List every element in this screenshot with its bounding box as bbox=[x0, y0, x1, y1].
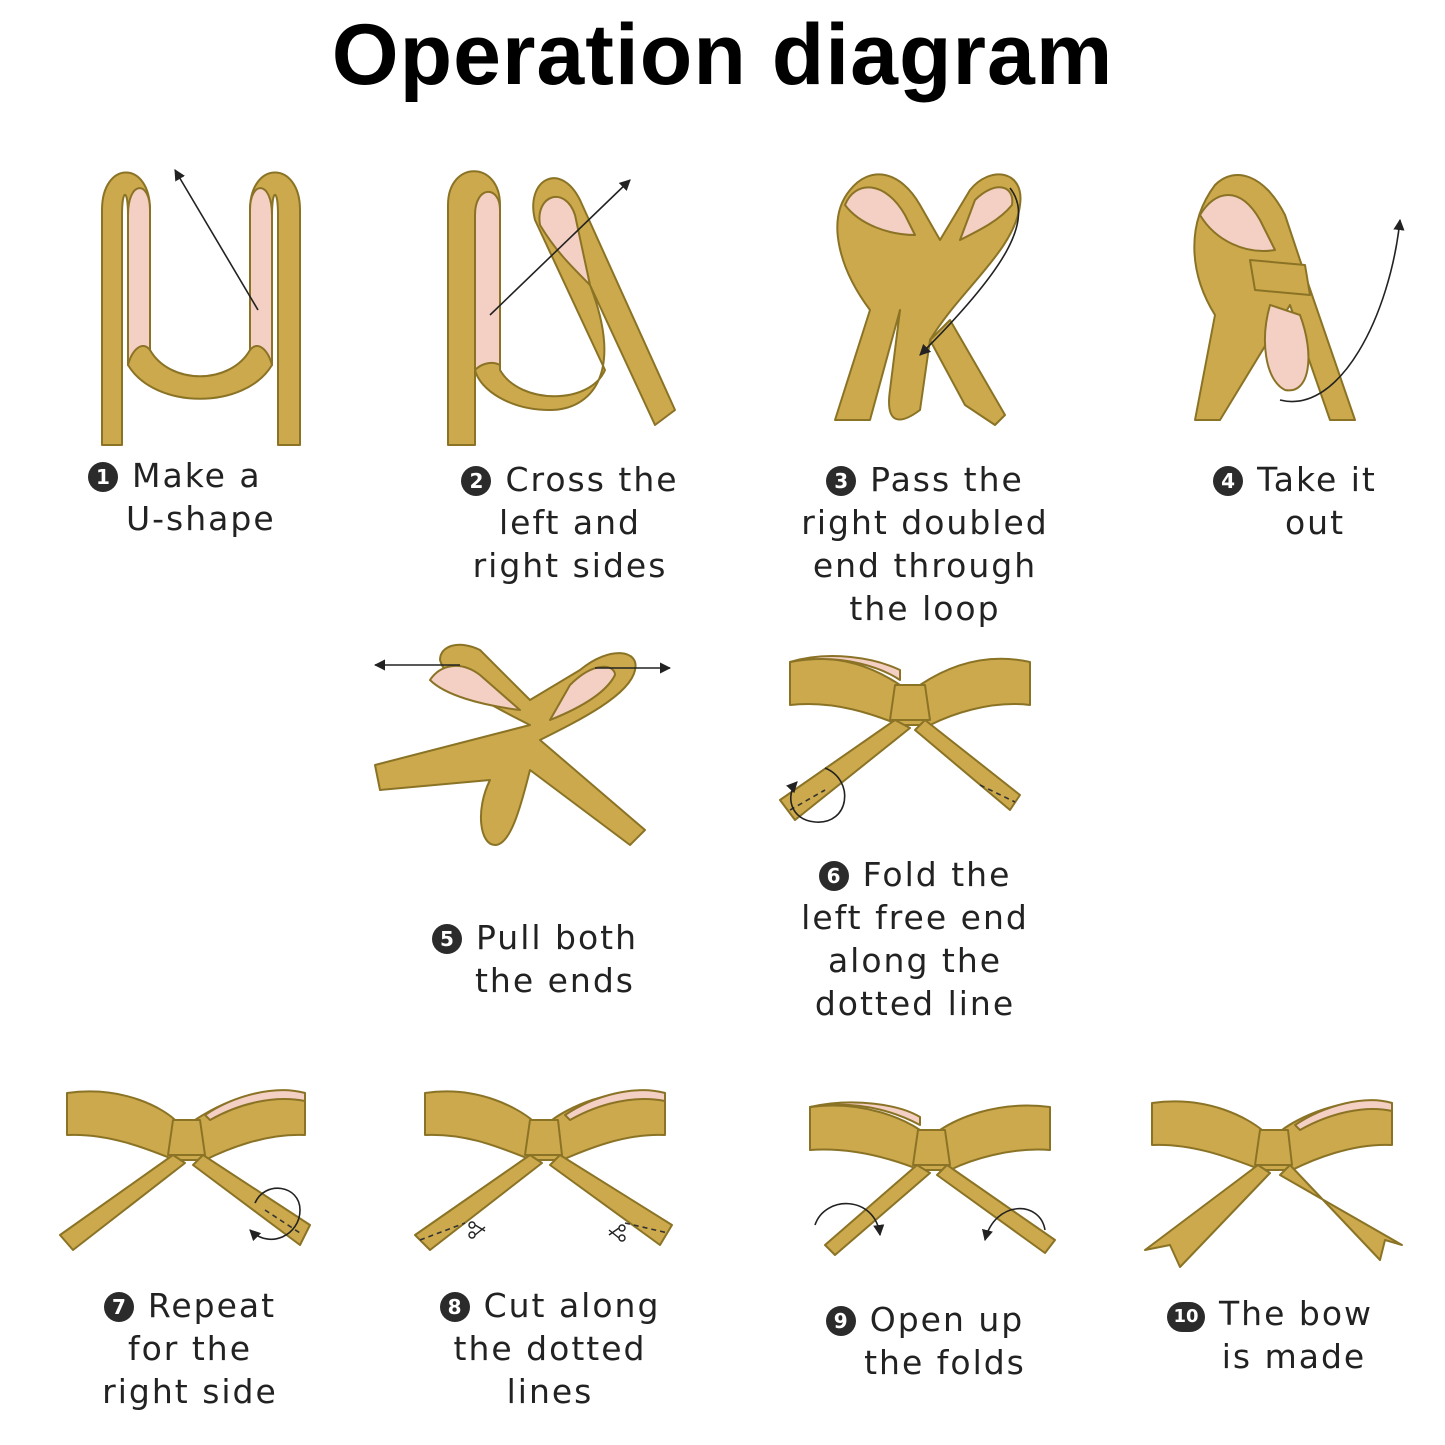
step-9-badge: 9 bbox=[825, 1306, 856, 1336]
step-6-illustration bbox=[779, 655, 1031, 823]
step-1-badge: 1 bbox=[88, 462, 118, 492]
step-6-badge: 6 bbox=[818, 861, 849, 891]
step-5-illustration bbox=[373, 643, 672, 846]
step-4-badge: 4 bbox=[1213, 466, 1244, 496]
step-2-illustration bbox=[447, 170, 676, 446]
step-1-illustration bbox=[101, 169, 301, 446]
step-4-illustration bbox=[1193, 174, 1405, 421]
step-10-illustration bbox=[1144, 1099, 1403, 1268]
step-8-badge: 8 bbox=[439, 1292, 470, 1322]
step-8-illustration bbox=[414, 1089, 673, 1251]
page-title: Operation diagram bbox=[331, 7, 1114, 103]
step-9-illustration bbox=[809, 1101, 1056, 1256]
step-10-badge: 10 bbox=[1167, 1302, 1205, 1332]
step-5-badge: 5 bbox=[431, 924, 462, 954]
scissors-icon bbox=[468, 1221, 626, 1242]
step-3-badge: 3 bbox=[826, 466, 857, 496]
step-3-illustration bbox=[834, 173, 1022, 426]
step-7-badge: 7 bbox=[103, 1292, 134, 1322]
step-2-badge: 2 bbox=[461, 466, 492, 496]
step-7-illustration bbox=[59, 1089, 311, 1251]
